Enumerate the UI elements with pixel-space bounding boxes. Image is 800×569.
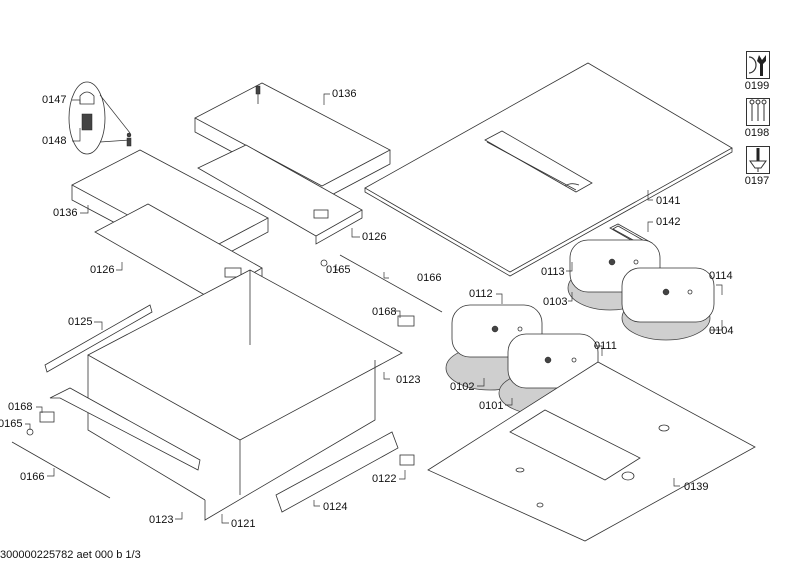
- part-label-0101[interactable]: 0101: [479, 400, 504, 412]
- screws-icon: [746, 98, 770, 126]
- part-label-0165-left[interactable]: 0165: [0, 418, 23, 430]
- part-label-0141[interactable]: 0141: [656, 195, 681, 207]
- document-code: 300000225782 aet 000 b 1/3: [0, 549, 141, 561]
- part-label-0126-back[interactable]: 0126: [362, 231, 387, 243]
- part-label-0104[interactable]: 0104: [709, 325, 734, 337]
- part-label-0139[interactable]: 0139: [684, 481, 709, 493]
- part-label-0103[interactable]: 0103: [543, 296, 568, 308]
- part-label-0112[interactable]: 0112: [469, 288, 493, 300]
- part-label-0147[interactable]: 0147: [42, 94, 67, 106]
- part-label-0121[interactable]: 0121: [231, 518, 256, 530]
- side-rail-0125: [44, 304, 153, 373]
- housing-0121: [87, 269, 403, 521]
- part-label-0125[interactable]: 0125: [68, 316, 93, 328]
- part-label-0124[interactable]: 0124: [323, 501, 348, 513]
- shield-plate-0126-back: [197, 144, 363, 245]
- wrench-nut-icon: [746, 51, 770, 79]
- tool-label-0197: 0197: [744, 175, 770, 187]
- part-label-0148[interactable]: 0148: [42, 135, 67, 147]
- part-label-0123-right[interactable]: 0123: [396, 374, 421, 386]
- part-label-0142[interactable]: 0142: [656, 216, 681, 228]
- part-label-0168-top[interactable]: 0168: [372, 306, 397, 318]
- part-label-0114[interactable]: 0114: [709, 270, 733, 282]
- part-label-0136-front[interactable]: 0136: [53, 207, 78, 219]
- tool-label-0198: 0198: [744, 127, 770, 139]
- spring-detail-callout: [68, 81, 131, 155]
- part-label-0166-left[interactable]: 0166: [20, 471, 45, 483]
- part-label-0165-top[interactable]: 0165: [326, 264, 351, 276]
- part-label-0113[interactable]: 0113: [541, 266, 565, 278]
- screwdriver-torx-icon: [746, 146, 770, 174]
- part-label-0136-back[interactable]: 0136: [332, 88, 357, 100]
- part-label-0168-left[interactable]: 0168: [8, 401, 33, 413]
- side-rail-0123-front: [49, 387, 201, 471]
- brackets: [11, 254, 443, 499]
- base-plate-0139: [427, 361, 756, 542]
- part-label-0102[interactable]: 0102: [450, 381, 475, 393]
- part-label-0123-bottom[interactable]: 0123: [149, 514, 174, 526]
- side-rail-0124: [275, 431, 399, 513]
- tool-label-0199: 0199: [744, 80, 770, 92]
- glass-top-0141: [364, 62, 733, 277]
- part-label-0166-top[interactable]: 0166: [417, 272, 442, 284]
- part-label-0111[interactable]: 0111: [594, 340, 617, 352]
- part-label-0122[interactable]: 0122: [372, 473, 397, 485]
- leader-lines: [25, 93, 723, 524]
- part-label-0126-front[interactable]: 0126: [90, 264, 115, 276]
